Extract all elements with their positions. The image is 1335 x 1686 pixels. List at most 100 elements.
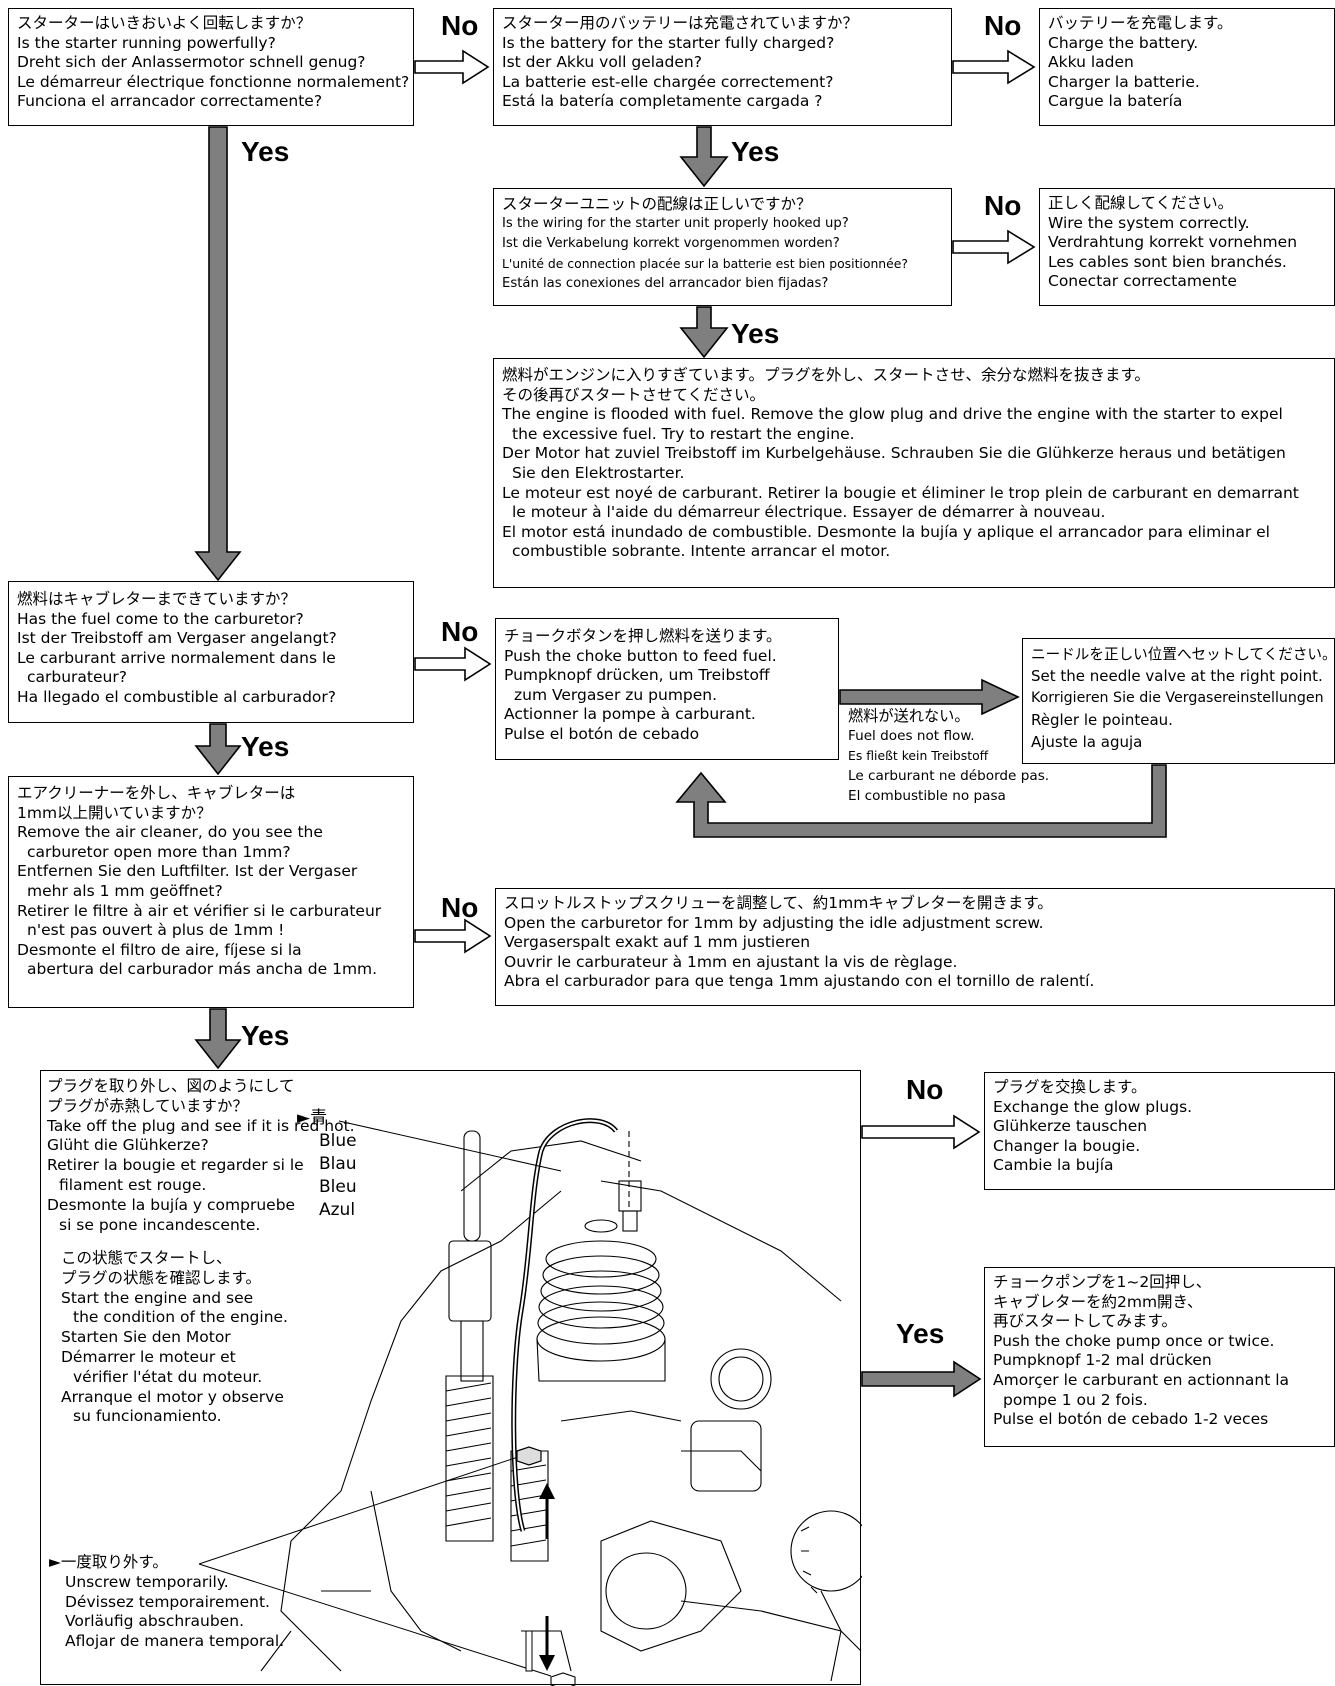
yes-label: Yes bbox=[241, 1020, 290, 1051]
line: Ist der Treibstoff am Vergaser angelangt… bbox=[17, 629, 337, 648]
no-label: No bbox=[984, 10, 1022, 41]
no-arrow-2 bbox=[952, 49, 1036, 85]
line: Abra el carburador para que tenga 1mm aj… bbox=[504, 972, 1095, 991]
yes-arrow-d bbox=[679, 306, 729, 359]
line: Take off the plug and see if it is red h… bbox=[47, 1116, 355, 1135]
line: 燃料がエンジンに入りすぎています。プラグを外し、スタートさせ、余分な燃料を抜きま… bbox=[502, 366, 1150, 384]
box-starter-running: スターターはいきおいよく回転しますか？ Is the starter runni… bbox=[8, 8, 414, 126]
line: n'est pas ouvert à plus de 1mm ! bbox=[27, 921, 285, 940]
pointer-icon: ► bbox=[297, 1108, 311, 1128]
line: 1mm以上開いていますか？ bbox=[17, 803, 212, 822]
box-push-choke: チョークボタンを押し燃料を送ります。 Push the choke button… bbox=[495, 618, 839, 760]
line: スターターはいきおいよく回転しますか？ bbox=[17, 14, 312, 32]
line: mehr als 1 mm geöffnet? bbox=[27, 881, 223, 900]
line: 再びスタートしてみます。 bbox=[993, 1312, 1177, 1331]
engine-illustration bbox=[198, 1118, 862, 1686]
line: Pumpknopf drücken, um Treibstoff bbox=[504, 666, 770, 685]
box-wiring-correct: スターターユニットの配線は正しいですか？ Is the wiring for t… bbox=[493, 188, 952, 306]
box-engine-flooded: 燃料がエンジンに入りすぎています。プラグを外し、スタートさせ、余分な燃料を抜きま… bbox=[493, 358, 1335, 588]
no-label: No bbox=[906, 1074, 944, 1105]
line: Ajuste la aguja bbox=[1031, 733, 1143, 751]
line: バッテリーを充電します。 bbox=[1048, 14, 1233, 32]
line: プラグを交換します。 bbox=[993, 1078, 1147, 1096]
line: Le carburant ne déborde pas. bbox=[848, 768, 1050, 784]
line: Están las conexiones del arrancador bien… bbox=[502, 276, 829, 291]
line: Dévissez temporairement. bbox=[65, 1592, 270, 1611]
line: Korrigieren Sie die Vergasereinstellunge… bbox=[1031, 690, 1324, 706]
line: この状態でスタートし、 bbox=[61, 1249, 232, 1267]
line: su funcionamiento. bbox=[73, 1407, 222, 1426]
line: Le démarreur électrique fonctionne norma… bbox=[17, 72, 410, 91]
line: Vergaserspalt exakt auf 1 mm justieren bbox=[504, 933, 811, 952]
start-engine-instruction: この状態でスタートし、 プラグの状態を確認します。 Start the engi… bbox=[61, 1249, 288, 1427]
line: Glühkerze tauschen bbox=[993, 1117, 1148, 1136]
yes-arrow-j bbox=[194, 1008, 242, 1070]
unscrew-label: ►一度取り外す。 Unscrew temporarily. Dévissez t… bbox=[49, 1553, 284, 1652]
line: Changer la bougie. bbox=[993, 1136, 1141, 1155]
box-air-cleaner: エアクリーナーを外し、キャブレターは 1mm以上開いていますか？ Remove … bbox=[8, 776, 414, 1008]
line: Pulse el botón de cebado 1-2 veces bbox=[993, 1410, 1269, 1429]
line: チョークポンプを1~2回押し、 bbox=[993, 1273, 1212, 1291]
box-push-choke-pump: チョークポンプを1~2回押し、 キャブレターを約2mm開き、 再びスタートしてみ… bbox=[984, 1267, 1335, 1447]
no-label: No bbox=[984, 190, 1022, 221]
no-label: No bbox=[441, 616, 479, 647]
line: The engine is flooded with fuel. Remove … bbox=[502, 405, 1283, 424]
line: Has the fuel come to the carburetor? bbox=[17, 609, 304, 628]
blue-wire-label: ►青 Blue Blau Bleu Azul bbox=[297, 1107, 357, 1222]
line: プラグが赤熱していますか？ bbox=[47, 1096, 249, 1115]
line: エアクリーナーを外し、キャブレターは bbox=[17, 784, 296, 802]
line: Akku laden bbox=[1048, 53, 1134, 72]
line: Is the battery for the starter fully cha… bbox=[502, 33, 835, 52]
line: Retirer la bougie et regarder si le bbox=[47, 1156, 304, 1175]
line: Is the starter running powerfully? bbox=[17, 33, 276, 52]
fuel-arrow-right bbox=[839, 678, 1020, 716]
no-arrow-1 bbox=[414, 49, 490, 85]
line: Ha llegado el combustible al carburador? bbox=[17, 687, 336, 706]
line: Règler le pointeau. bbox=[1031, 711, 1173, 729]
line: Amorçer le carburant en actionnant la bbox=[993, 1370, 1290, 1389]
line: Les cables sont bien branchés. bbox=[1048, 252, 1287, 271]
line: Starten Sie den Motor bbox=[61, 1328, 231, 1347]
line: Wire the system correctly. bbox=[1048, 213, 1250, 232]
box-exchange-glow-plug: プラグを交換します。 Exchange the glow plugs. Glüh… bbox=[984, 1072, 1335, 1190]
no-arrow-5 bbox=[414, 918, 492, 954]
line: Entfernen Sie den Luftfilter. Ist der Ve… bbox=[17, 862, 358, 881]
box-battery-charged: スターター用のバッテリーは充電されていますか？ Is the battery f… bbox=[493, 8, 952, 126]
line: スロットルストップスクリューを調整して、約1mmキャブレターを開きます。 bbox=[504, 894, 1053, 912]
line: Le carburant arrive normalement dans le bbox=[17, 648, 336, 667]
line: Está la batería completamente cargada ? bbox=[502, 92, 823, 111]
no-label: No bbox=[441, 892, 479, 923]
no-label: No bbox=[441, 10, 479, 41]
line: プラグの状態を確認します。 bbox=[61, 1268, 261, 1287]
line: Funciona el arrancador correctamente? bbox=[17, 92, 323, 111]
line: Ouvrir le carburateur à 1mm en ajustant … bbox=[504, 952, 958, 971]
line: La batterie est-elle chargée correctemen… bbox=[502, 72, 834, 91]
line: pompe 1 ou 2 fois. bbox=[1003, 1390, 1148, 1409]
line: Vorläufig abschrauben. bbox=[65, 1612, 244, 1631]
line: Glüht die Glühkerze? bbox=[47, 1136, 209, 1155]
line: スターター用のバッテリーは充電されていますか？ bbox=[502, 14, 859, 32]
line: Open the carburetor for 1mm by adjusting… bbox=[504, 913, 1044, 932]
line: El motor está inundado de combustible. D… bbox=[502, 522, 1270, 541]
yes-arrow-main bbox=[194, 126, 242, 582]
line: その後再びスタートさせてください。 bbox=[502, 385, 766, 404]
yes-label: Yes bbox=[731, 318, 780, 349]
box-fuel-to-carburetor: 燃料はキャブレターまできていますか？ Has the fuel come to … bbox=[8, 581, 414, 723]
yes-arrow-g bbox=[194, 723, 242, 776]
line: Remove the air cleaner, do you see the bbox=[17, 823, 323, 842]
yes-label: Yes bbox=[241, 136, 290, 167]
line: carburateur? bbox=[27, 668, 127, 687]
line: ►青 bbox=[297, 1108, 328, 1128]
line: Arranque el motor y observe bbox=[61, 1387, 284, 1406]
line: zum Vergaser zu pumpen. bbox=[514, 685, 718, 704]
line: Push the choke button to feed fuel. bbox=[504, 646, 777, 665]
glow-plug-question: プラグを取り外し、図のようにして プラグが赤熱していますか？ Take off … bbox=[47, 1077, 355, 1235]
box-set-needle-valve: ニードルを正しい位置へセットしてください。 Set the needle val… bbox=[1022, 638, 1335, 764]
line: abertura del carburador más ancha de 1mm… bbox=[27, 960, 378, 979]
box-charge-battery: バッテリーを充電します。 Charge the battery. Akku la… bbox=[1039, 8, 1335, 126]
line: Es fließt kein Treibstoff bbox=[848, 748, 989, 763]
line: Unscrew temporarily. bbox=[65, 1572, 229, 1591]
line: ニードルを正しい位置へセットしてください。 bbox=[1031, 646, 1335, 663]
line: プラグを取り外し、図のようにして bbox=[47, 1077, 295, 1095]
